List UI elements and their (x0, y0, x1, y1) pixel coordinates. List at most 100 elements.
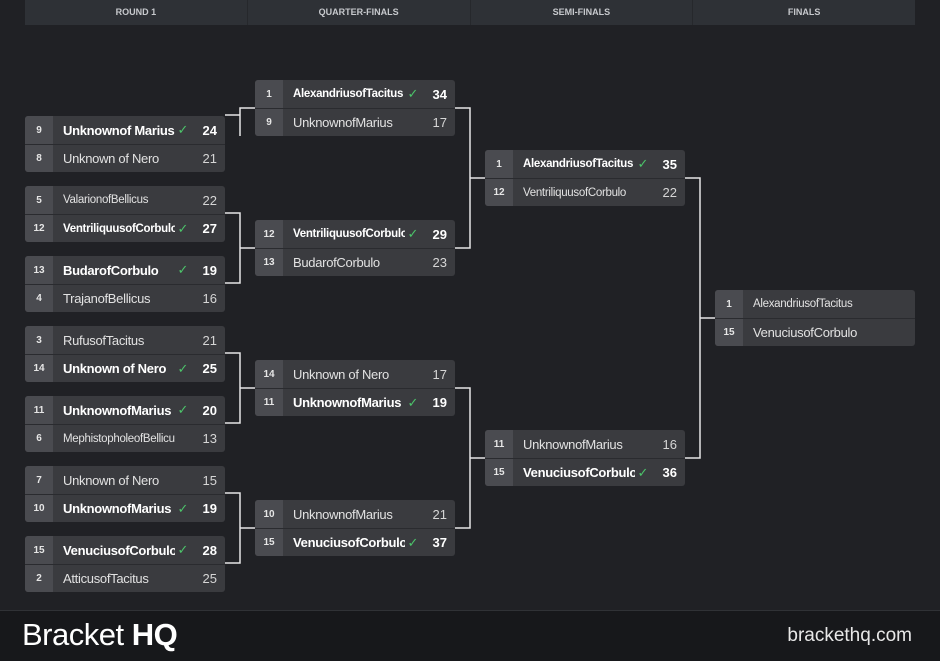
seed-number: 14 (25, 355, 53, 382)
team-score: 17 (432, 366, 447, 382)
seed-number: 11 (485, 430, 513, 458)
team-name: VentriliquusofCorbulo (523, 186, 627, 199)
team-score: 21 (202, 151, 217, 166)
team-name: AlexandriusofTacitus (753, 298, 853, 310)
round-header-round-1: ROUND 1 (25, 0, 248, 25)
footer: Bracket HQ brackethq.com (0, 610, 940, 661)
winner-check-icon: ✓ (177, 542, 189, 557)
team-name: Unknown of Nero (63, 361, 167, 376)
seed-number: 1 (485, 150, 513, 178)
brand-logo-light: Bracket (22, 617, 124, 652)
team-score: 27 (202, 221, 217, 236)
seed-number: 13 (255, 249, 283, 276)
round-headers: ROUND 1 QUARTER-FINALS SEMI-FINALS FINAL… (25, 0, 915, 25)
seed-number: 15 (485, 459, 513, 486)
team-name: RufusofTacitus (63, 332, 145, 348)
team-score: 13 (202, 431, 217, 446)
team-slot[interactable]: 8 Unknown of Nero 21 (25, 144, 225, 172)
team-score: 19 (202, 501, 217, 516)
seed-number: 11 (25, 396, 53, 424)
team-score: 21 (432, 506, 447, 522)
team-score: 16 (662, 436, 677, 452)
team-name: VenuciusofCorbulo (753, 325, 858, 340)
team-score: 28 (202, 542, 217, 558)
seed-number: 7 (25, 466, 53, 494)
seed-number: 8 (25, 145, 53, 172)
winner-check-icon: ✓ (177, 220, 189, 236)
team-score: 19 (202, 262, 217, 278)
team-name: MephistopholeofBellicus (63, 432, 175, 445)
seed-number: 11 (255, 389, 283, 416)
seed-number: 10 (255, 500, 283, 528)
team-name: BudarofCorbulo (63, 262, 159, 278)
team-slot[interactable]: 13 BudarofCorbulo ✓ 19 (25, 256, 225, 284)
team-name: Unknown of Nero (293, 366, 389, 382)
seed-number: 4 (25, 285, 53, 312)
team-slot[interactable]: 1 AlexandriusofTacitus (715, 290, 915, 318)
brand-logo[interactable]: Bracket HQ (22, 617, 178, 653)
team-name: VentriliquusofCorbulo (63, 222, 175, 235)
team-name: Unknown of Nero (63, 151, 159, 166)
team-slot[interactable]: 6 MephistopholeofBellicus 13 (25, 424, 225, 452)
connector-qf3-qf4-to-sf2 (455, 387, 485, 529)
connector-qf1-qf2-to-sf1 (455, 107, 485, 249)
seed-number: 6 (25, 425, 53, 452)
team-score: 22 (662, 185, 677, 200)
seed-number: 10 (25, 495, 53, 522)
seed-number: 13 (25, 256, 53, 284)
team-name: VenuciusofCorbulo (523, 465, 635, 480)
winner-check-icon: ✓ (407, 86, 419, 101)
seed-number: 9 (255, 109, 283, 136)
team-score: 37 (432, 535, 447, 550)
round-header-finals: FINALS (787, 7, 821, 17)
team-name: AlexandriusofTacitus (293, 88, 404, 100)
seed-number: 1 (715, 290, 743, 318)
winner-check-icon: ✓ (407, 226, 419, 241)
site-link[interactable]: brackethq.com (787, 625, 912, 646)
brand-logo-bold: HQ (131, 617, 178, 652)
seed-number: 3 (25, 326, 53, 354)
winner-check-icon: ✓ (177, 122, 189, 137)
winner-check-icon: ✓ (177, 262, 189, 277)
team-name: AtticusofTacitus (63, 571, 149, 586)
team-name: Unknown of Nero (63, 472, 159, 488)
